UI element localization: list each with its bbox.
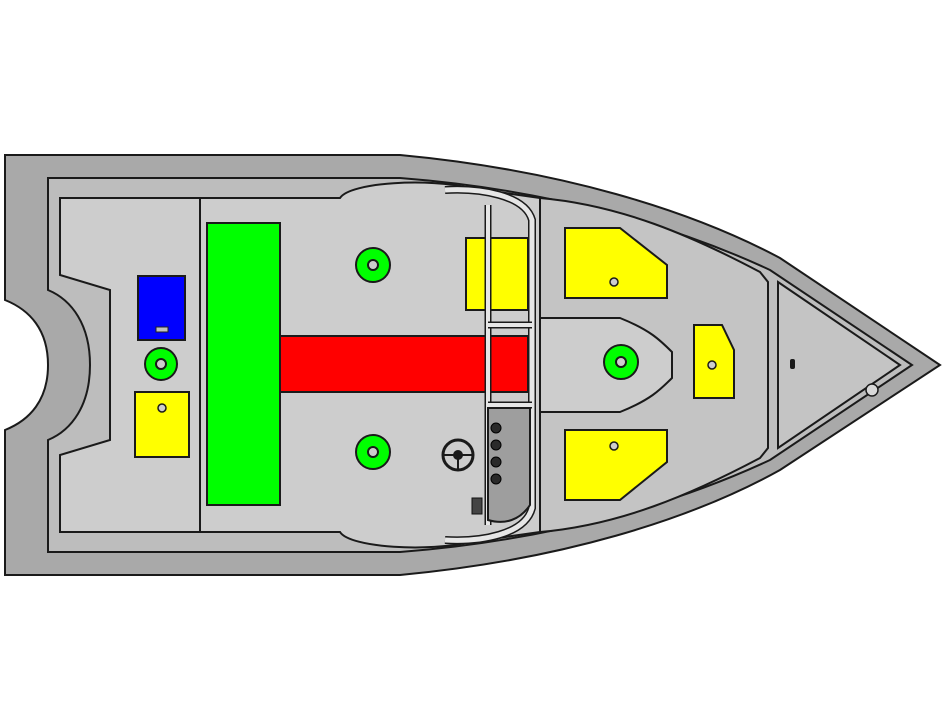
stern-hatch xyxy=(134,391,190,458)
bow-light xyxy=(790,359,795,369)
seat-base xyxy=(355,247,391,283)
console-dash xyxy=(487,407,531,523)
seat-base xyxy=(603,344,639,380)
gauge-icon xyxy=(490,473,502,485)
gauge-icon xyxy=(490,456,502,468)
bow-cleat-icon xyxy=(865,383,879,397)
steering-wheel-icon xyxy=(441,438,475,472)
hatch-latch xyxy=(157,403,167,413)
hatch-latch xyxy=(609,277,619,287)
bow-tip xyxy=(777,280,902,450)
gauge-icon xyxy=(490,439,502,451)
bow-hatch-port xyxy=(564,227,668,299)
seat-bench xyxy=(206,222,281,506)
bow-hatch-starboard xyxy=(564,429,668,501)
hatch-latch xyxy=(609,441,619,451)
gauge-icon xyxy=(490,422,502,434)
console-side-hatch xyxy=(465,237,529,311)
hatch-latch xyxy=(707,360,717,370)
battery-terminal xyxy=(155,326,169,333)
switch-panel xyxy=(471,497,483,515)
seat-base xyxy=(355,434,391,470)
seat-base xyxy=(144,347,178,381)
